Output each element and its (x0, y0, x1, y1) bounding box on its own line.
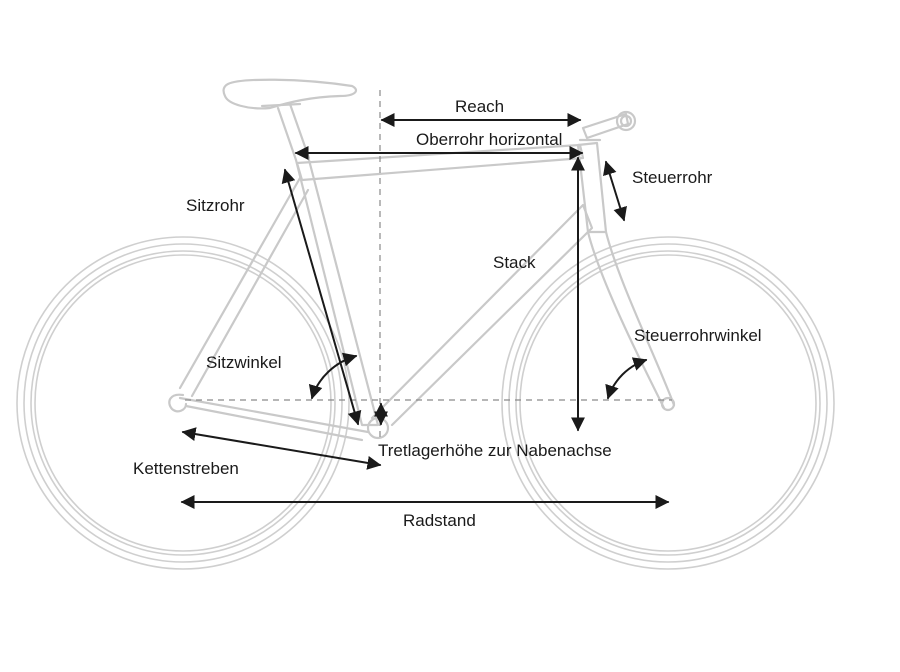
head-tube-arrow (603, 160, 627, 222)
rear-wheel (16, 236, 350, 570)
chainstay-arrow (181, 427, 382, 470)
seat-angle-arrow (308, 352, 358, 400)
front-wheel (501, 236, 835, 570)
chainstays-label: Kettenstreben (133, 459, 239, 478)
head-angle-label: Steuerrohrwinkel (634, 326, 762, 345)
seat-tube-label: Sitzrohr (186, 196, 245, 215)
dimension-arrows (180, 113, 670, 509)
reach-label: Reach (455, 97, 504, 116)
seat-angle-label: Sitzwinkel (206, 353, 282, 372)
labels: Reach Oberrohr horizontal Steuerrohr Sit… (133, 97, 762, 530)
stack-label: Stack (493, 253, 536, 272)
head-tube-label: Steuerrohr (632, 168, 713, 187)
top-tube-label: Oberrohr horizontal (416, 130, 562, 149)
wheelbase-label: Radstand (403, 511, 476, 530)
head-angle-arrow (605, 357, 648, 400)
bb-drop-label: Tretlagerhöhe zur Nabenachse (378, 441, 612, 460)
